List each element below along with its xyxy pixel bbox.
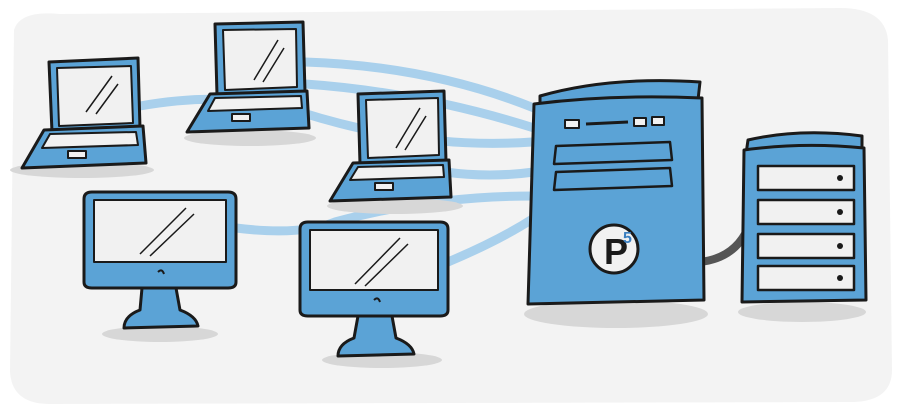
- monitor-2: [298, 220, 450, 358]
- link-laptop-3-server: [440, 167, 539, 180]
- monitor-2-logo-icon: [373, 297, 381, 303]
- laptop-1-trackpad: [67, 150, 87, 159]
- monitor-1: [82, 190, 238, 330]
- storage-drives: [756, 164, 856, 292]
- laptop-2-screen: [222, 28, 298, 91]
- laptop-1-keyboard: [41, 131, 139, 149]
- laptop-2: [185, 20, 311, 134]
- link-monitor-2-server: [443, 213, 539, 267]
- laptop-3-keyboard: [349, 164, 445, 181]
- shadows: [10, 130, 866, 368]
- monitor-2-stand: [336, 314, 416, 358]
- storage-drive-3: [756, 232, 856, 260]
- server-slot: [585, 120, 629, 126]
- server-button-3: [651, 116, 665, 126]
- link-laptop-2-server: [300, 57, 539, 113]
- laptop-3-screen: [365, 97, 440, 159]
- server-button-2: [633, 117, 647, 127]
- laptop-2-trackpad: [231, 113, 251, 122]
- server-tower: P 5: [526, 79, 706, 306]
- monitor-2-screen: [309, 229, 439, 291]
- storage-rack: [740, 131, 868, 304]
- laptop-3-trackpad: [374, 182, 394, 191]
- link-monitor-1-server: [231, 191, 539, 236]
- server-logo: P 5: [588, 223, 640, 275]
- laptop-3: [328, 89, 453, 203]
- logo-superscript: 5: [623, 230, 632, 247]
- server-bay-1: [552, 140, 674, 166]
- monitor-1-stand: [122, 286, 200, 330]
- monitor-1-logo-icon: [157, 269, 165, 275]
- laptop-1: [20, 56, 148, 170]
- monitor-1-screen: [93, 199, 227, 263]
- server-button-1: [564, 119, 580, 129]
- logo-letter: P: [604, 231, 628, 272]
- server-bay-2: [552, 166, 674, 192]
- laptop-2-keyboard: [207, 95, 303, 112]
- laptop-1-screen: [56, 65, 134, 127]
